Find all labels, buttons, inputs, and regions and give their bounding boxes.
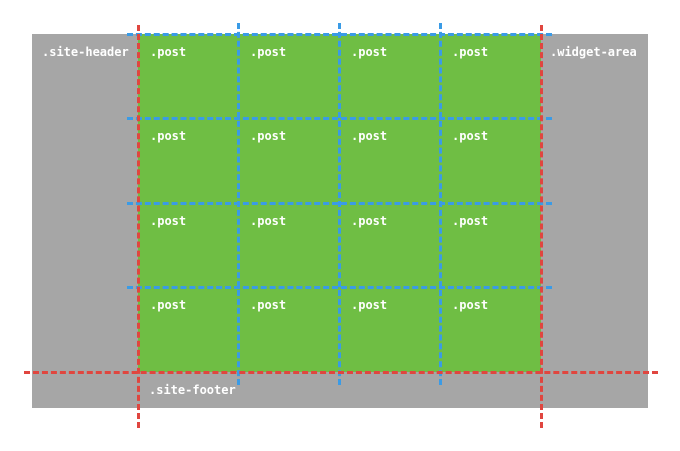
post-label: .post	[351, 129, 388, 143]
post-label: .post	[452, 129, 489, 143]
post-label: .post	[150, 214, 187, 228]
post-label: .post	[351, 298, 388, 312]
post-label: .post	[452, 45, 489, 59]
post-label: .post	[150, 129, 187, 143]
outer-grid-line	[24, 371, 658, 374]
site-header-label: .site-header	[42, 45, 129, 59]
post-label: .post	[452, 214, 489, 228]
outer-grid-line	[540, 25, 543, 428]
inner-grid-line	[338, 23, 341, 385]
post-label: .post	[452, 298, 489, 312]
post-label: .post	[250, 129, 287, 143]
outer-grid-line	[137, 25, 140, 428]
post-label: .post	[250, 298, 287, 312]
post-label: .post	[351, 214, 388, 228]
site-footer-label: .site-footer	[149, 383, 236, 397]
inner-grid-line	[237, 23, 240, 385]
post-label: .post	[250, 45, 287, 59]
widget-area: .widget-area	[541, 34, 648, 372]
post-label: .post	[150, 45, 187, 59]
post-label: .post	[250, 214, 287, 228]
widget-area-label: .widget-area	[550, 45, 637, 59]
site-header-area: .site-header	[32, 34, 138, 372]
inner-grid-line	[439, 23, 442, 385]
post-label: .post	[150, 298, 187, 312]
post-label: .post	[351, 45, 388, 59]
